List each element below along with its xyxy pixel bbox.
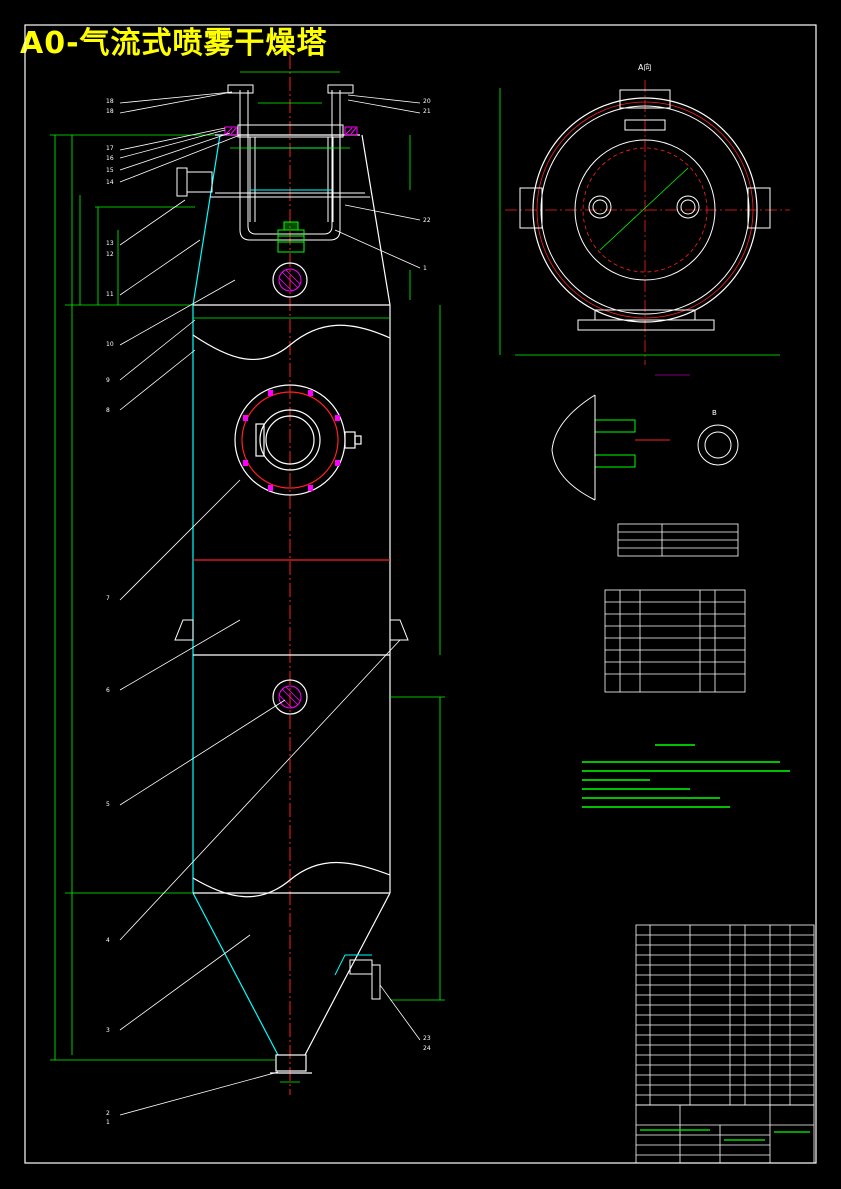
gaskets — [224, 126, 358, 136]
cone-side-outlet — [334, 954, 381, 1000]
svg-text:8: 8 — [106, 407, 110, 414]
svg-text:16: 16 — [106, 155, 114, 162]
nozzle-table — [604, 589, 746, 693]
spray-nozzle — [277, 221, 305, 253]
svg-text:2: 2 — [106, 1110, 110, 1117]
title-block — [635, 1104, 815, 1164]
svg-text:20: 20 — [423, 98, 431, 105]
drawing-title: A0-气流式喷雾干燥塔 — [20, 26, 328, 61]
svg-text:6: 6 — [106, 687, 110, 694]
svg-text:1: 1 — [106, 1119, 110, 1126]
manhole — [234, 384, 362, 496]
dimension-lines — [50, 71, 445, 1083]
support-lugs — [174, 619, 409, 641]
manhole-bolts — [243, 390, 340, 491]
svg-text:3: 3 — [106, 1027, 110, 1034]
svg-text:24: 24 — [423, 1045, 431, 1052]
svg-text:B: B — [712, 409, 717, 417]
svg-text:15: 15 — [106, 167, 114, 174]
drawing-frame — [24, 24, 817, 1164]
svg-text:13: 13 — [106, 240, 114, 247]
svg-text:7: 7 — [106, 595, 110, 602]
svg-text:22: 22 — [423, 217, 431, 224]
svg-text:23: 23 — [423, 1035, 431, 1042]
svg-text:5: 5 — [106, 801, 110, 808]
part-balloons: 18 18 17 16 15 14 13 12 11 10 9 8 7 6 5 4 3 2 1 2… — [106, 98, 431, 1126]
top-view: A向 — [499, 62, 790, 365]
svg-text:12: 12 — [106, 251, 114, 258]
leader-lines — [119, 91, 421, 1116]
title-block-marks — [640, 1129, 810, 1141]
parts-list — [635, 924, 815, 1106]
svg-text:10: 10 — [106, 341, 114, 348]
top-view-label: A向 — [638, 62, 651, 72]
svg-text:21: 21 — [423, 108, 431, 115]
svg-text:17: 17 — [106, 145, 114, 152]
main-elevation-view: 18 18 17 16 15 14 13 12 11 10 9 8 7 6 5 4 3 2 1 2… — [50, 55, 445, 1126]
svg-text:11: 11 — [106, 291, 114, 298]
sight-glass-upper — [272, 262, 308, 298]
tech-spec-table — [617, 523, 739, 557]
svg-text:9: 9 — [106, 377, 110, 384]
air-inlet-left — [176, 167, 213, 197]
svg-text:1: 1 — [423, 265, 427, 272]
tech-requirements-block — [582, 744, 790, 808]
sight-glass-lower — [272, 679, 308, 715]
svg-text:18: 18 — [106, 98, 114, 105]
svg-text:18: 18 — [106, 108, 114, 115]
vessel-outline — [192, 134, 391, 1074]
detail-views: B — [551, 374, 739, 501]
svg-text:4: 4 — [106, 937, 110, 944]
svg-text:14: 14 — [106, 179, 114, 186]
